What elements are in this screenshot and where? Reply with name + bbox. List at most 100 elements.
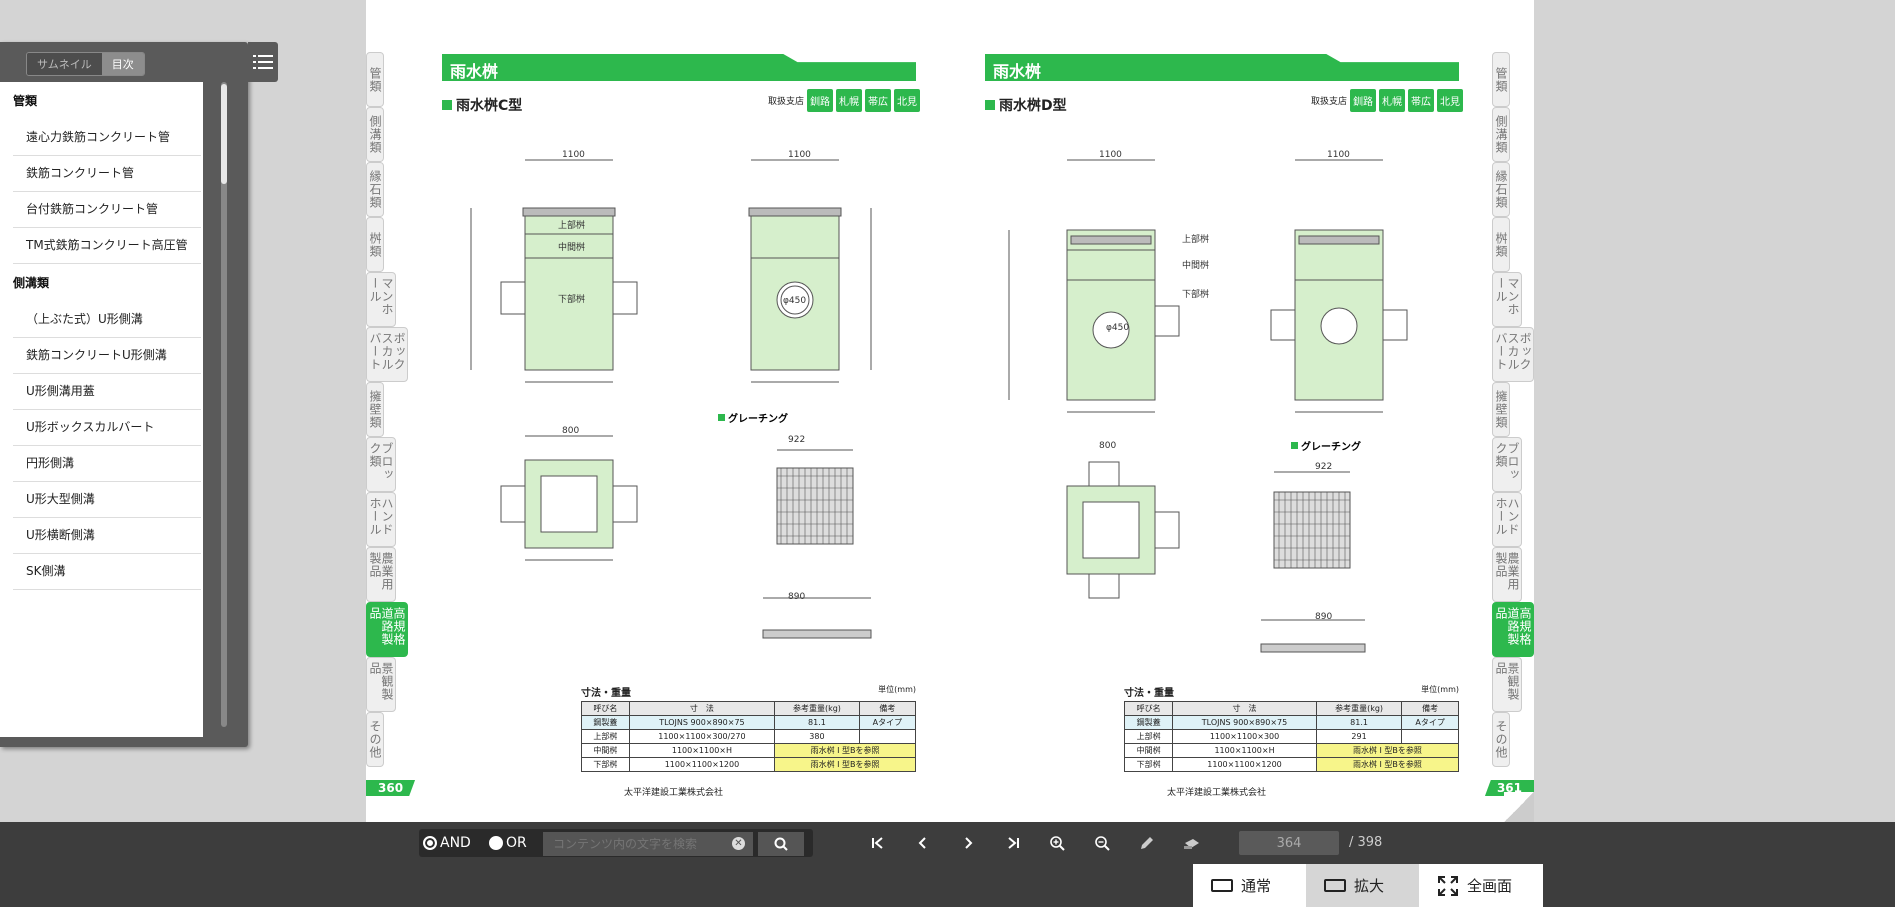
- side-tab[interactable]: 桝類: [366, 217, 384, 272]
- toc-category[interactable]: 管類: [13, 94, 38, 108]
- first-page-button[interactable]: [866, 832, 890, 854]
- spec-cell: 雨水桝 I 型Bを参照: [774, 743, 916, 758]
- side-tab[interactable]: 側溝類: [366, 107, 384, 162]
- side-tab[interactable]: 高規格道路製品: [1492, 602, 1534, 657]
- and-radio[interactable]: AND: [423, 835, 471, 851]
- toc-scrollbar[interactable]: [221, 82, 227, 727]
- label-middle: 中間桝: [558, 243, 586, 253]
- side-tab[interactable]: マンホール: [1492, 272, 1522, 327]
- side-tab[interactable]: 縁石類: [366, 162, 384, 217]
- side-tab[interactable]: 農業用製品: [1492, 547, 1522, 602]
- side-tab[interactable]: 景観製品: [366, 657, 396, 712]
- side-tab[interactable]: 側溝類: [1492, 107, 1510, 162]
- spec-cell: 291: [1315, 729, 1403, 744]
- spec-header: 備考: [1401, 701, 1459, 716]
- side-tab[interactable]: ブロック類: [1492, 437, 1522, 492]
- prev-page-button[interactable]: [911, 832, 935, 854]
- spec-cell: 81.1: [1315, 715, 1403, 730]
- side-tab[interactable]: その他: [1492, 712, 1510, 767]
- or-radio[interactable]: OR: [489, 835, 527, 851]
- spec-cell: [858, 729, 917, 744]
- spec-cell: 1100×1100×H: [628, 743, 776, 758]
- side-tab[interactable]: マンホール: [366, 272, 396, 327]
- fullscreen-button[interactable]: 全画面: [1419, 864, 1543, 907]
- side-tab[interactable]: ハンドホール: [366, 492, 396, 547]
- side-tab[interactable]: ボックスカルバート: [366, 327, 408, 382]
- grating-label: グレーチング: [718, 410, 788, 425]
- view-mode-bar: 通常 拡大 全画面: [0, 864, 1895, 907]
- spec-header: 備考: [858, 701, 917, 716]
- side-tab[interactable]: 縁石類: [1492, 162, 1510, 217]
- branch-badge: 釧路: [1350, 89, 1377, 112]
- side-tab[interactable]: 桝類: [1492, 217, 1510, 272]
- toc-item[interactable]: 円形側溝: [13, 446, 201, 482]
- branch-badge: 北見: [1437, 89, 1464, 112]
- toc-item[interactable]: 遠心力鉄筋コンクリート管: [13, 120, 201, 156]
- toc-item[interactable]: TM式鉄筋コンクリート高圧管: [13, 228, 201, 264]
- spec-unit: 単位(mm): [878, 685, 916, 694]
- side-tab[interactable]: ボックスカルバート: [1492, 327, 1534, 382]
- side-tab[interactable]: 高規格道路製品: [366, 602, 408, 657]
- publisher: 太平洋建設工業株式会社: [1167, 788, 1267, 798]
- toc-item[interactable]: （上ぶた式）U形側溝: [13, 302, 201, 338]
- product-subtitle: 雨水桝D型: [985, 95, 1067, 115]
- spec-cell: 雨水桝 I 型Bを参照: [1315, 743, 1460, 758]
- toc-item[interactable]: 鉄筋コンクリートU形側溝: [13, 338, 201, 374]
- side-tab[interactable]: 擁壁類: [1492, 382, 1510, 437]
- side-tab[interactable]: 管類: [1492, 52, 1510, 107]
- zoom-out-button[interactable]: [1090, 832, 1114, 854]
- side-tab[interactable]: 農業用製品: [366, 547, 396, 602]
- search-input[interactable]: [543, 832, 753, 856]
- right-page: 管類側溝類縁石類桝類マンホールボックスカルバート擁壁類ブロック類ハンドホール農業…: [949, 0, 1534, 822]
- toc-item[interactable]: U形ボックスカルバート: [13, 410, 201, 446]
- dim-label: φ450: [1106, 323, 1130, 333]
- clear-icon[interactable]: ✕: [732, 837, 745, 850]
- spec-header: 参考重量(kg): [1315, 701, 1403, 716]
- zoom-in-button[interactable]: [1045, 832, 1069, 854]
- side-tab[interactable]: その他: [366, 712, 384, 767]
- side-tab[interactable]: ブロック類: [366, 437, 396, 492]
- toc-toggle[interactable]: 目次: [101, 53, 144, 75]
- side-tab[interactable]: 擁壁類: [366, 382, 384, 437]
- page-curl-corner[interactable]: [1504, 792, 1534, 822]
- toc-list-icon[interactable]: [248, 42, 278, 82]
- last-page-button[interactable]: [1001, 832, 1025, 854]
- thumbnail-toggle[interactable]: サムネイル: [27, 53, 102, 75]
- dim-label: 800: [1099, 441, 1117, 451]
- search-button[interactable]: [758, 832, 804, 856]
- marker-button[interactable]: [1180, 832, 1204, 854]
- spec-cell: TLOJNS 900×890×75: [1172, 715, 1317, 730]
- side-tab[interactable]: 景観製品: [1492, 657, 1522, 712]
- zoom-view-icon: [1324, 879, 1346, 892]
- label-upper: 上部桝: [1182, 235, 1210, 245]
- toc-item[interactable]: U形大型側溝: [13, 482, 201, 518]
- toc-category[interactable]: 側溝類: [13, 276, 50, 290]
- and-label: AND: [440, 835, 471, 851]
- zoom-view-button[interactable]: 拡大: [1306, 864, 1419, 907]
- toc-item[interactable]: U形横断側溝: [13, 518, 201, 554]
- normal-view-button[interactable]: 通常: [1193, 864, 1306, 907]
- toc-item[interactable]: SK側溝: [13, 554, 201, 590]
- toc-item[interactable]: 台付鉄筋コンクリート管: [13, 192, 201, 228]
- branch-badge: 札幌: [1379, 89, 1406, 112]
- fullscreen-label: 全画面: [1467, 877, 1513, 895]
- grating-text: グレーチング: [728, 414, 788, 425]
- spec-cell: 下部桝: [1123, 757, 1174, 772]
- pen-button[interactable]: [1135, 832, 1159, 854]
- branches-label: 取扱支店: [768, 97, 805, 107]
- dim-label: 1100: [562, 150, 585, 160]
- side-tab[interactable]: ハンドホール: [1492, 492, 1522, 547]
- dim-label: 1100: [788, 150, 811, 160]
- toc-scroll-thumb[interactable]: [221, 84, 227, 184]
- next-page-button[interactable]: [956, 832, 980, 854]
- viewer-stage: 管類側溝類縁石類桝類マンホールボックスカルバート擁壁類ブロック類ハンドホール農業…: [0, 0, 1534, 822]
- side-tab[interactable]: 管類: [366, 52, 384, 107]
- publisher: 太平洋建設工業株式会社: [624, 788, 724, 798]
- technical-drawing: [1008, 159, 1408, 653]
- spec-header: 呼び名: [581, 701, 630, 716]
- grating-text: グレーチング: [1301, 442, 1361, 453]
- toc-item[interactable]: 鉄筋コンクリート管: [13, 156, 201, 192]
- page-number-input[interactable]: [1239, 831, 1339, 855]
- toc-item[interactable]: U形側溝用蓋: [13, 374, 201, 410]
